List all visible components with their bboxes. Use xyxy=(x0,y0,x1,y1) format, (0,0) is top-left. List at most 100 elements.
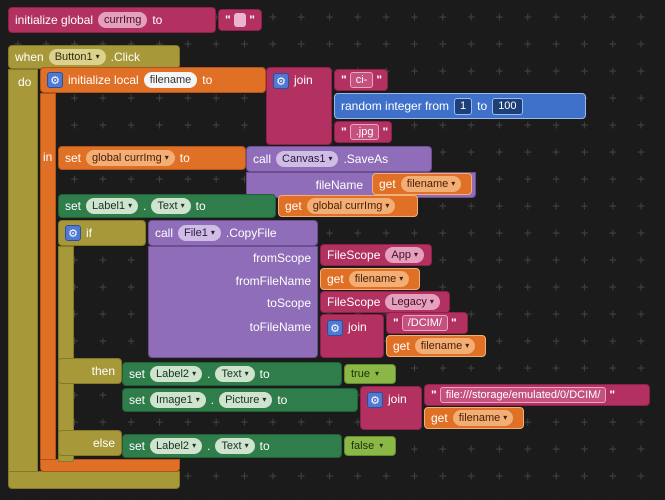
join-block-1[interactable]: ⚙ join xyxy=(266,67,332,145)
random-integer-block[interactable]: random integer from 1 to 100 xyxy=(334,93,586,119)
join-block-3[interactable]: ⚙ join xyxy=(360,386,422,430)
filename-dropdown[interactable]: filename▾ xyxy=(400,176,462,192)
global-currimg-dropdown[interactable]: global currImg▾ xyxy=(86,150,175,166)
text-prop-dropdown[interactable]: Text▾ xyxy=(215,438,255,454)
string-ci-block[interactable]: " ci- " xyxy=(334,69,388,91)
global-currimg-dropdown[interactable]: global currImg▾ xyxy=(306,198,396,214)
picture-prop-dropdown[interactable]: Picture▾ xyxy=(219,392,273,408)
button1-value: Button1 xyxy=(54,51,93,63)
string-storage-path-block[interactable]: " file:///storage/emulated/0/DCIM/ " xyxy=(424,384,650,406)
file1-dropdown[interactable]: File1▾ xyxy=(178,225,221,241)
filescope-app-block[interactable]: FileScope App▾ xyxy=(320,244,432,266)
legacy-value: Legacy xyxy=(391,296,427,308)
call-file1-copyfile-block[interactable]: call File1▾ .CopyFile xyxy=(148,220,318,246)
set-label1-text-block[interactable]: set Label1▾ . Text▾ to xyxy=(58,194,276,218)
get-filename-block[interactable]: get filename▾ xyxy=(424,407,524,429)
logic-true-block[interactable]: true ▾ xyxy=(344,364,396,384)
text-prop-value: Text xyxy=(221,368,242,380)
label1-value: Label1 xyxy=(92,200,126,212)
dropdown-arrow-icon: ▾ xyxy=(262,395,267,404)
init-global-label: initialize global xyxy=(15,13,94,27)
filename-dropdown[interactable]: filename▾ xyxy=(452,410,514,426)
if-block-left-column[interactable] xyxy=(58,246,74,462)
if-then-tab[interactable]: then xyxy=(58,358,122,384)
initialize-local-block[interactable]: ⚙ initialize local filename to xyxy=(40,67,266,93)
app-value: App xyxy=(391,249,411,261)
dropdown-arrow-icon: ▾ xyxy=(210,228,215,237)
set-global-currimg-block[interactable]: set global currImg▾ to xyxy=(58,146,246,170)
dropdown-arrow-icon: ▾ xyxy=(413,250,418,259)
string-ci-field[interactable]: ci- xyxy=(349,72,374,88)
tofilename-param-label: toFileName xyxy=(249,319,311,334)
when-button1-click-block[interactable]: when Button1▾ .Click xyxy=(8,45,180,69)
mutator-gear-icon[interactable]: ⚙ xyxy=(273,73,289,89)
string-storage-path-value: file:///storage/emulated/0/DCIM/ xyxy=(445,389,601,401)
set-image1-picture-block[interactable]: set Image1▾ . Picture▾ to xyxy=(122,388,358,412)
filename-value: filename xyxy=(420,340,463,352)
empty-string-field[interactable] xyxy=(233,13,247,27)
label2-dropdown[interactable]: Label2▾ xyxy=(150,366,203,382)
gear-glyph: ⚙ xyxy=(370,394,380,407)
join-block-2[interactable]: ⚙ join xyxy=(320,314,384,358)
when-block-left-column[interactable]: do xyxy=(8,69,38,472)
label2-dropdown[interactable]: Label2▾ xyxy=(150,438,203,454)
filename-dropdown[interactable]: filename▾ xyxy=(348,271,410,287)
init-local-label: initialize local xyxy=(68,73,139,87)
call-copyfile-body[interactable]: fromScope fromFileName toScope toFileNam… xyxy=(148,246,318,358)
random-from-field[interactable]: 1 xyxy=(454,97,473,115)
mutator-gear-icon[interactable]: ⚙ xyxy=(327,320,343,336)
empty-string-block[interactable]: " " xyxy=(218,9,262,31)
label1-dropdown[interactable]: Label1▾ xyxy=(86,198,139,214)
dropdown-arrow-icon: ▾ xyxy=(385,201,390,210)
filescope-legacy-dropdown[interactable]: Legacy▾ xyxy=(385,294,440,310)
if-else-tab[interactable]: else xyxy=(58,430,122,456)
dropdown-arrow-icon: ▾ xyxy=(180,201,185,210)
button1-dropdown[interactable]: Button1▾ xyxy=(48,49,106,65)
mutator-gear-icon[interactable]: ⚙ xyxy=(47,72,63,88)
string-jpg-field[interactable]: .jpg xyxy=(349,124,380,140)
call-canvas1-saveas-block[interactable]: call Canvas1▾ .SaveAs xyxy=(246,146,432,172)
filescope-app-dropdown[interactable]: App▾ xyxy=(385,247,424,263)
get-label: get xyxy=(393,339,410,353)
dropdown-arrow-icon: ▾ xyxy=(399,274,404,283)
text-prop-dropdown[interactable]: Text▾ xyxy=(215,366,255,382)
set-label: set xyxy=(129,439,146,453)
mutator-gear-icon[interactable]: ⚙ xyxy=(367,392,383,408)
get-global-currimg-block[interactable]: get global currImg▾ xyxy=(278,195,418,217)
random-to-field[interactable]: 100 xyxy=(492,97,523,115)
init-local-bottom-bar[interactable] xyxy=(40,459,180,472)
get-filename-block[interactable]: get filename▾ xyxy=(320,268,420,290)
true-value: true xyxy=(351,368,370,380)
set-label2-text-block-then[interactable]: set Label2▾ . Text▾ to xyxy=(122,362,342,386)
join-label: join xyxy=(348,320,367,334)
when-block-bottom-bar[interactable] xyxy=(8,471,180,489)
string-dcim-block[interactable]: " /DCIM/ " xyxy=(386,312,468,334)
filename-dropdown[interactable]: filename▾ xyxy=(414,338,476,354)
init-local-left-column[interactable] xyxy=(40,93,56,460)
image1-dropdown[interactable]: Image1▾ xyxy=(150,392,206,408)
local-name-field[interactable]: filename xyxy=(143,72,198,88)
string-dcim-field[interactable]: /DCIM/ xyxy=(401,315,448,331)
text-prop-dropdown[interactable]: Text▾ xyxy=(151,198,191,214)
initialize-global-block[interactable]: initialize global currImg to xyxy=(8,7,216,33)
set-label2-text-block-else[interactable]: set Label2▾ . Text▾ to xyxy=(122,434,342,458)
canvas1-dropdown[interactable]: Canvas1▾ xyxy=(276,151,339,167)
string-storage-path-field[interactable]: file:///storage/emulated/0/DCIM/ xyxy=(439,387,607,403)
set-label: set xyxy=(129,367,146,381)
open-quote: " xyxy=(225,13,231,27)
random-to-label: to xyxy=(477,99,488,113)
mutator-gear-icon[interactable]: ⚙ xyxy=(65,225,81,241)
dropdown-arrow-icon: ▾ xyxy=(328,154,333,163)
logic-false-block[interactable]: false ▾ xyxy=(344,436,396,456)
if-block-header[interactable]: ⚙ if xyxy=(58,220,146,246)
in-label: in xyxy=(43,150,53,164)
global-name-field[interactable]: currImg xyxy=(98,12,148,28)
random-to-value: 100 xyxy=(498,100,517,112)
get-filename-block[interactable]: get filename▾ xyxy=(386,335,486,357)
filescope-legacy-block[interactable]: FileScope Legacy▾ xyxy=(320,291,450,313)
dropdown-arrow-icon: ▾ xyxy=(429,297,434,306)
get-filename-block[interactable]: get filename▾ xyxy=(372,173,472,195)
string-jpg-block[interactable]: " .jpg " xyxy=(334,121,392,143)
close-quote: " xyxy=(376,73,383,87)
